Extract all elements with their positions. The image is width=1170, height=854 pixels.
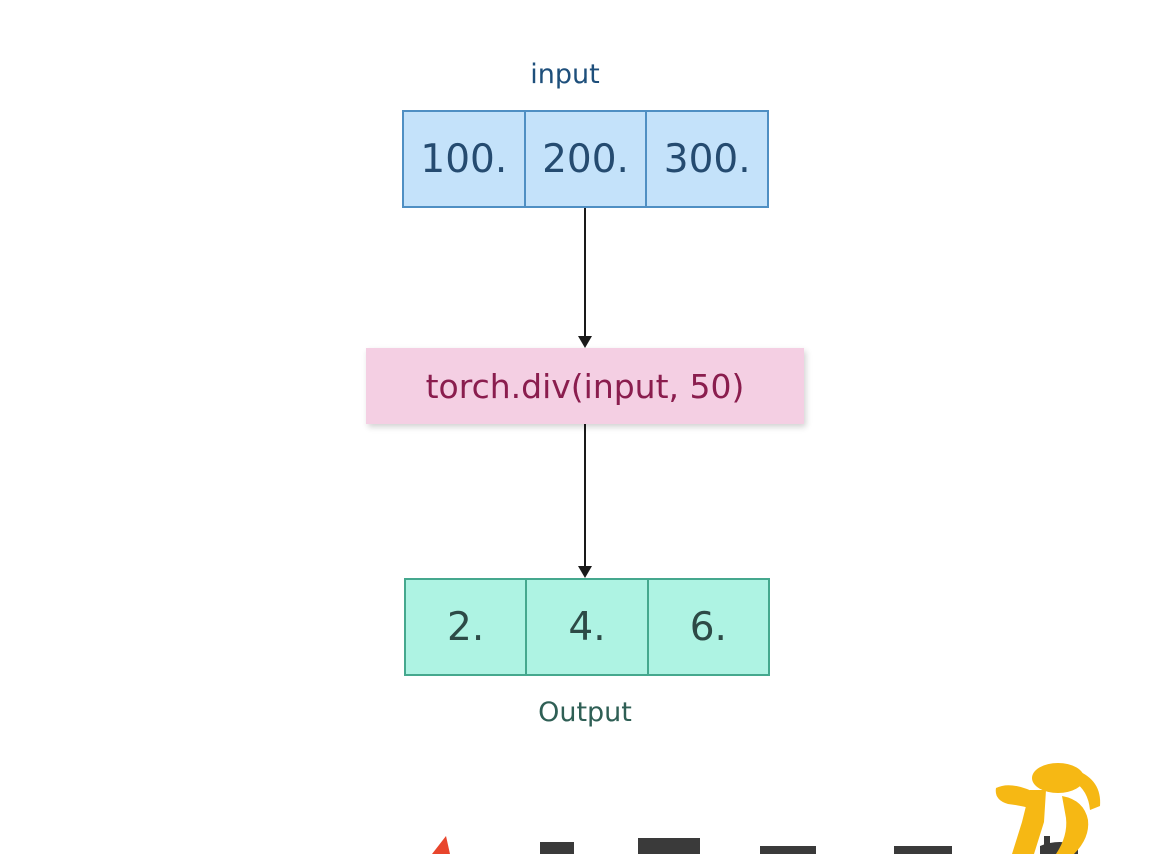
logo-strip [432,763,1101,854]
output-label: Output [538,697,632,728]
pytorch-wordmark-logo [432,836,1078,854]
output-cell: 2. [406,580,528,674]
output-cell: 4. [527,580,649,674]
arrowhead-down-icon [578,336,592,348]
input-cell: 200. [526,112,648,206]
output-cell: 6. [689,604,727,650]
input-cell: 300. [663,136,751,182]
input-cell: 100. [404,112,526,206]
arrowhead-down-icon [578,566,592,578]
output-tensor: 2. 4. 6. [404,578,770,676]
figure-mascot-logo [995,763,1101,854]
operation-box: torch.div(input, 50) [366,348,804,424]
input-label: input [530,59,600,90]
input-tensor: 100. 200. 300. [402,110,769,208]
